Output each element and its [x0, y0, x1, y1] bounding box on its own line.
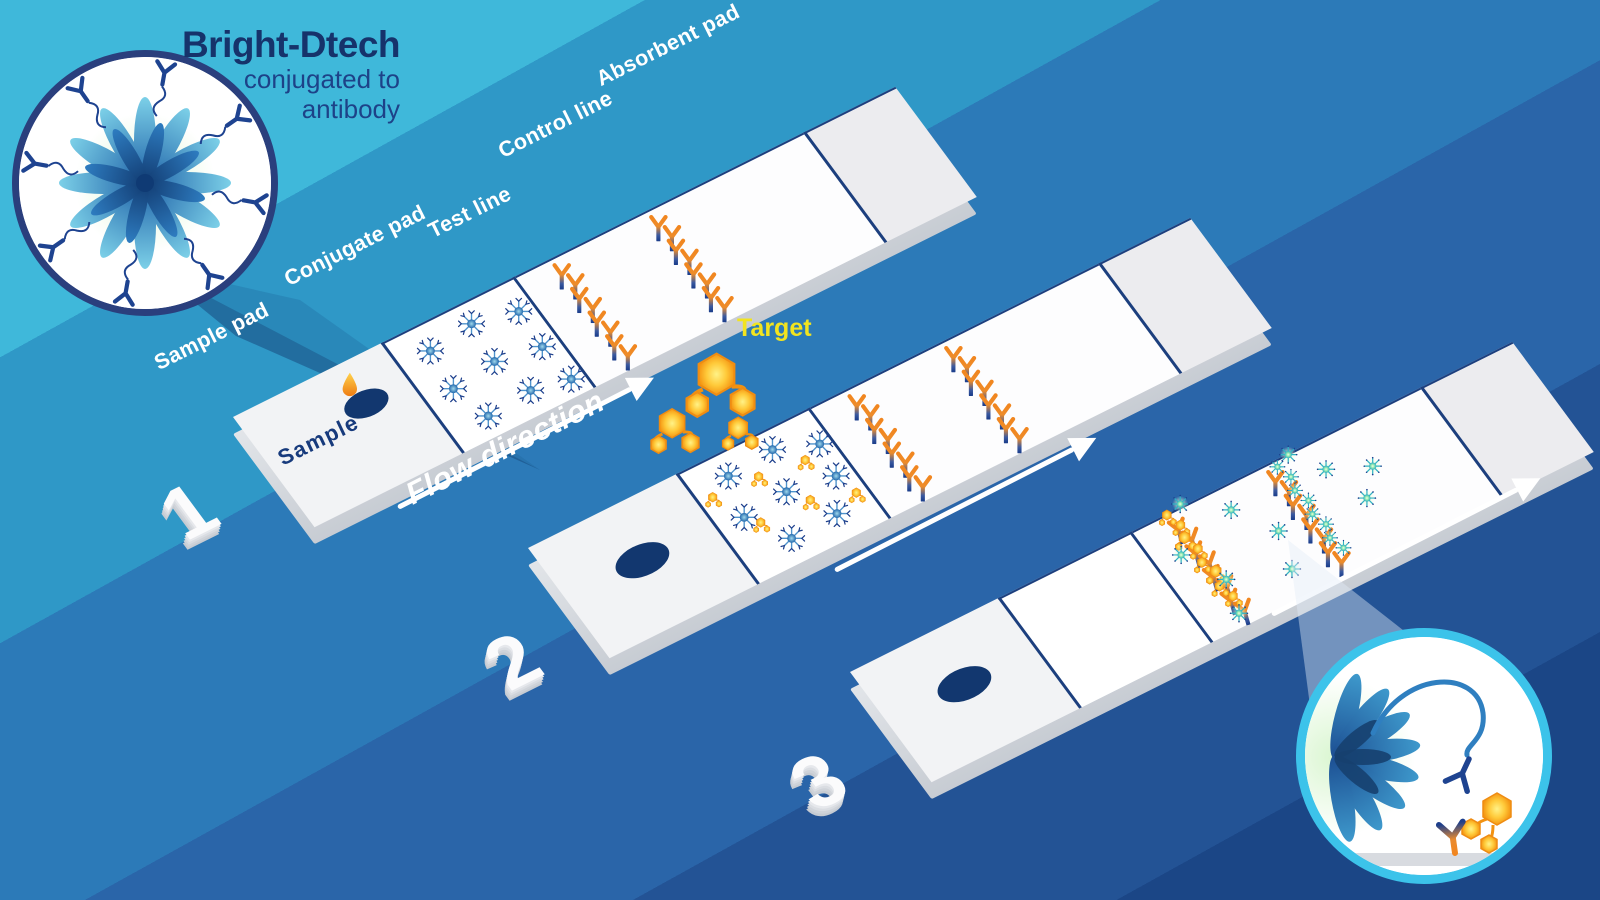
title-block: Bright-Dtech conjugated to antibody	[150, 24, 401, 125]
detection-antibody	[1442, 756, 1472, 795]
target-molecule	[1461, 792, 1512, 854]
control-line-antibody-row	[936, 341, 1037, 457]
conjugate-particle-icon	[480, 346, 510, 376]
capture-antibody	[1435, 818, 1466, 856]
conjugate-particle-icon	[473, 401, 503, 431]
conjugate-particle-icon	[457, 309, 487, 339]
label-target: Target	[737, 314, 812, 342]
title-sub1: conjugated to	[243, 63, 400, 94]
droplet-icon	[341, 371, 359, 397]
step-number-2: 2	[468, 617, 558, 706]
conjugate-particle-icon	[772, 477, 802, 507]
title-sub2: antibody	[301, 93, 400, 124]
target-molecule-icon	[703, 490, 724, 511]
linker	[1370, 679, 1486, 758]
glow-particle-icon	[1268, 520, 1290, 542]
sample-spot	[929, 658, 1000, 710]
target-molecule-icon	[645, 402, 707, 464]
label-conjugate-pad: Conjugate pad	[280, 200, 430, 291]
label-test-line: Test line	[424, 181, 515, 243]
glow-particle-icon	[1277, 444, 1299, 466]
glow-particle-icon	[1215, 568, 1237, 590]
antibody-icon	[912, 474, 933, 501]
label-control-line: Control line	[494, 85, 617, 163]
conjugate-particle-icon	[516, 375, 546, 405]
glow-particle-icon	[1228, 602, 1250, 624]
glow-particle-icon	[1334, 538, 1353, 557]
brand-name: Bright-Dtech	[181, 24, 401, 65]
label-absorbent-pad: Absorbent pad	[592, 0, 744, 91]
glow-particle-icon	[1315, 458, 1337, 480]
conjugate-particle-icon	[504, 296, 534, 326]
glow-particle-icon	[1281, 558, 1303, 580]
glow-particle-icon	[1362, 455, 1384, 477]
antibody-icon	[617, 343, 638, 370]
target-molecule-icon	[752, 515, 773, 536]
conjugate-particle-icon	[713, 461, 743, 491]
nanoparticle-petals	[59, 97, 231, 269]
target-molecule-icon	[718, 412, 764, 458]
target-molecule-icon	[796, 453, 817, 474]
bright-dtech-particle-callout	[12, 50, 278, 316]
sample-text: Sample	[271, 410, 365, 470]
antibody-icon	[714, 295, 735, 322]
target-molecule-icon	[801, 493, 822, 514]
binding-detail-callout	[1296, 628, 1552, 884]
conjugate-particle-icon	[415, 336, 445, 366]
glow-particle-icon	[1169, 493, 1191, 515]
glow-particle-icon	[1220, 499, 1242, 521]
glow-particle-icon	[1356, 487, 1378, 509]
antibody-icon	[1009, 426, 1030, 453]
sample-spot	[607, 534, 678, 586]
bright-dtech-particle-icon	[19, 57, 271, 309]
step-number-1: 1	[144, 467, 234, 556]
strip-surface	[1337, 853, 1511, 866]
glow-particle-icon	[1170, 544, 1192, 566]
step-number-3: 3	[774, 737, 864, 826]
conjugate-particle-icon	[777, 523, 807, 553]
half-nanoparticle	[1329, 673, 1421, 842]
binding-detail-icon	[1305, 637, 1543, 875]
target-molecule-icon	[749, 469, 770, 490]
control-line-antibody-row	[641, 210, 742, 326]
conjugate-particle-icon	[527, 332, 557, 362]
conjugate-particle-icon	[438, 374, 468, 404]
target-molecule-icon	[847, 485, 868, 506]
